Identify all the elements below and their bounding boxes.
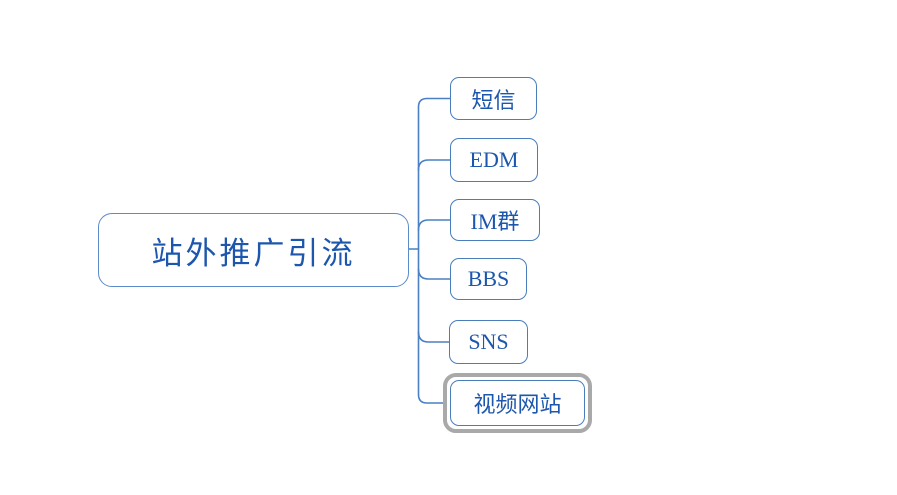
root-topic-label: 站外推广引流 [151, 235, 356, 271]
branch-line-sns [417, 331, 450, 343]
topic-sms[interactable]: 短信 [450, 77, 537, 120]
topic-label: EDM [469, 147, 519, 172]
topic-label: 视频网站 [473, 392, 562, 417]
topic-im-group[interactable]: IM群 [450, 199, 540, 241]
root-topic[interactable]: 站外推广引流 [98, 213, 409, 287]
topic-label: 短信 [471, 87, 516, 113]
topic-label: SNS [468, 329, 509, 354]
branch-line-im-group [417, 219, 451, 231]
topic-bbs[interactable]: BBS [450, 258, 527, 300]
branch-line-edm [417, 159, 451, 171]
topic-sns[interactable]: SNS [449, 320, 528, 364]
topic-label: IM群 [470, 209, 520, 234]
branch-line-bbs [417, 268, 451, 280]
spine-and-end-branches [417, 97, 451, 404]
topic-video-site[interactable]: 视频网站 [443, 373, 592, 433]
topic-label: BBS [467, 266, 510, 291]
topic-edm[interactable]: EDM [450, 138, 538, 182]
